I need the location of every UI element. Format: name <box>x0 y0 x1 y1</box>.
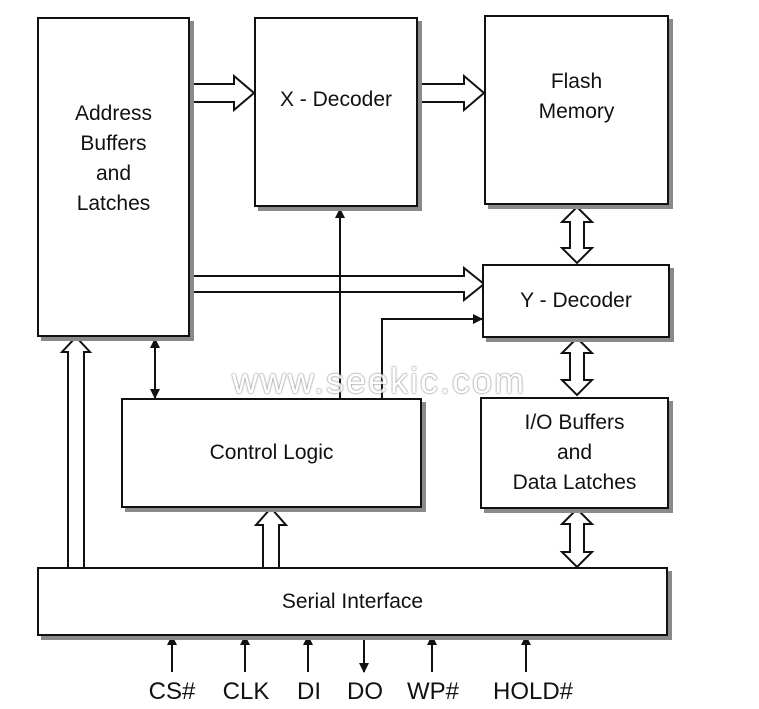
arrow-control-to-ydecoder <box>381 314 483 398</box>
pin-label-cs: CS# <box>148 678 196 705</box>
y-decoder-block: Y - Decoder <box>482 264 670 338</box>
control-logic-block: Control Logic <box>121 398 422 508</box>
pin-label-wp: WP# <box>406 678 460 705</box>
address-buffers-block: Address Buffers and Latches <box>37 17 190 337</box>
arrow-flash-ydecoder <box>559 205 595 265</box>
io-buffers-block: I/O Buffers and Data Latches <box>480 397 669 509</box>
flash-memory-block: Flash Memory <box>484 15 669 205</box>
arrow-address-to-xdecoder <box>190 73 256 113</box>
arrow-ydecoder-io <box>559 336 595 397</box>
arrow-io-serial <box>559 507 595 569</box>
x-decoder-block: X - Decoder <box>254 17 418 207</box>
pin-label-hold: HOLD# <box>492 678 574 705</box>
pin-label-do: DO <box>347 678 383 705</box>
serial-interface-block: Serial Interface <box>37 567 668 636</box>
pin-label-clk: CLK <box>222 678 270 705</box>
arrow-serial-to-address <box>59 335 93 567</box>
arrow-xdecoder-to-flash <box>418 73 486 113</box>
pin-label-di: DI <box>297 678 321 705</box>
arrow-serial-to-control <box>253 506 289 567</box>
arrow-address-to-ydecoder <box>190 265 486 303</box>
watermark: www.seekic.com <box>232 360 527 401</box>
